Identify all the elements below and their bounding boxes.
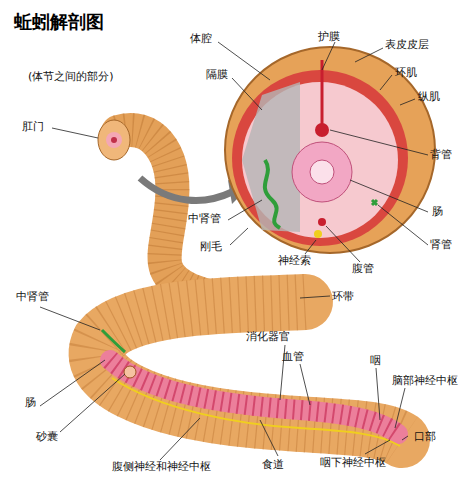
gizzard [124, 366, 136, 378]
part-label: 刚毛 [200, 240, 222, 253]
nerve-cord [112, 378, 400, 446]
title: 蚯蚓解剖图 [14, 10, 104, 34]
nerve-cord-section [314, 230, 322, 238]
part-label: 纵肌 [418, 90, 440, 103]
part-label: 神经索 [278, 254, 311, 267]
part-label: (体节之间的部分) [28, 70, 114, 83]
part-label: 中肾管 [16, 290, 49, 303]
cross-section-outer [225, 47, 435, 253]
nephridium [372, 200, 377, 205]
part-label: 体腔 [190, 32, 212, 45]
tail-anus [111, 137, 117, 143]
worm-segments [97, 302, 402, 440]
part-label: 肠 [432, 205, 443, 218]
zoom-arrow [140, 178, 232, 200]
muscle-layer [232, 70, 408, 246]
worm-body [97, 302, 402, 440]
part-label: 背管 [430, 148, 452, 161]
nephridium [265, 160, 280, 228]
part-label: 咽 [370, 354, 381, 367]
tail-gut [106, 132, 122, 148]
part-label: 腹侧神经和神经中枢 [112, 460, 211, 473]
part-label: 中肾管 [188, 212, 221, 225]
part-label: 消化器官 [246, 330, 290, 343]
part-label: 咽下神经中枢 [320, 456, 386, 469]
part-label: 血管 [282, 350, 304, 363]
part-label: 隔膜 [206, 68, 228, 81]
part-label: 肠 [25, 396, 36, 409]
part-label: 肾管 [430, 238, 452, 251]
part-label: 口部 [414, 430, 436, 443]
intestine-lumen [310, 160, 334, 184]
part-label: 肛门 [22, 120, 44, 133]
part-label: 表皮皮层 [385, 38, 429, 51]
part-label: 环肌 [395, 66, 417, 79]
body-cavity [242, 82, 398, 238]
part-label: 环带 [332, 290, 354, 303]
part-label: 脑部神经中枢 [392, 374, 458, 387]
leader-lines [40, 42, 428, 460]
nephridia [102, 330, 125, 352]
septum [242, 82, 300, 232]
tail-section [98, 120, 130, 160]
dorsal-vessel [315, 123, 329, 137]
part-label: 护膜 [318, 30, 340, 43]
part-label: 食道 [262, 458, 284, 471]
intestine [292, 142, 352, 202]
ventral-vessel [318, 218, 326, 226]
part-label: 砂囊 [36, 430, 58, 443]
part-label: 腹管 [352, 262, 374, 275]
